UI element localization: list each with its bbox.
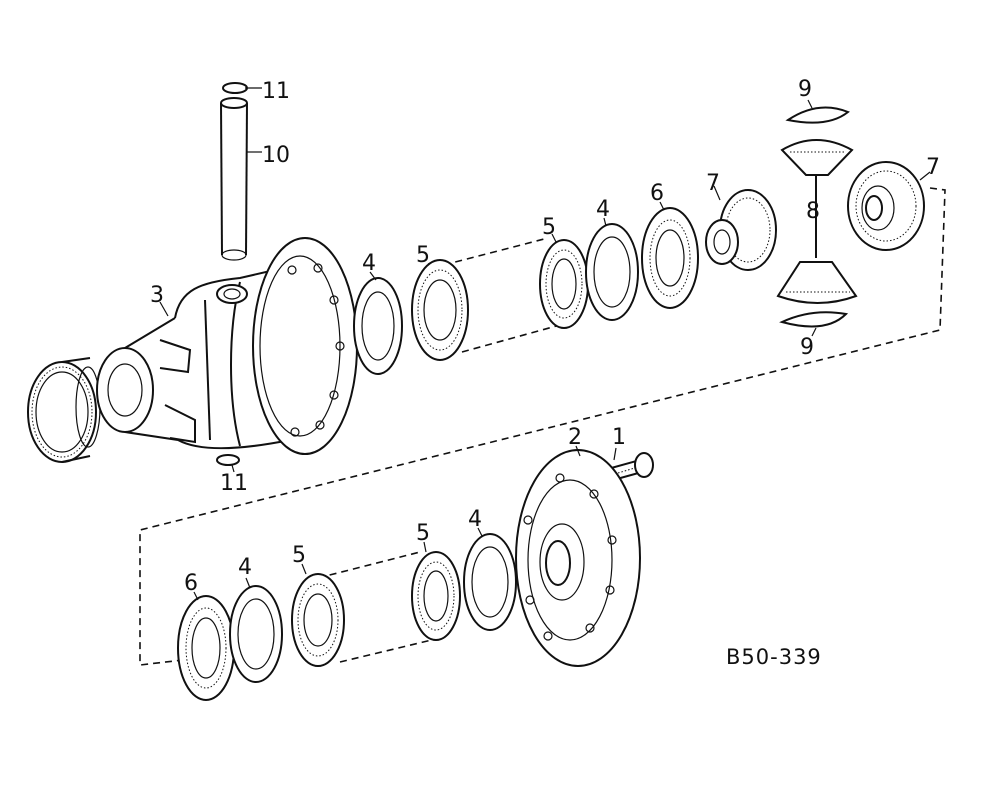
plate-lower-1 <box>229 585 283 683</box>
side-gear-right <box>847 161 925 251</box>
label-disc-lower-2: 5 <box>416 521 430 546</box>
disc-upper-1 <box>411 259 469 361</box>
label-shaft: 10 <box>262 143 290 168</box>
thrust-washer-top <box>785 106 850 124</box>
label-disc-lower-1: 5 <box>292 543 306 568</box>
label-thrust-washer-bottom: 9 <box>800 335 814 360</box>
disc-lower-2 <box>411 551 461 641</box>
differential-case <box>96 237 358 455</box>
drawing-code: B50-339 <box>726 645 822 669</box>
label-pinion: 8 <box>806 199 820 224</box>
side-gear-left <box>705 189 777 271</box>
label-side-gear-left: 7 <box>706 171 720 196</box>
disc-lower-1 <box>291 573 345 667</box>
outer-plate-lower <box>177 595 235 701</box>
pinion-bottom <box>776 261 858 304</box>
label-ring-top: 11 <box>262 79 290 104</box>
assembly-guide-lines <box>139 187 946 666</box>
plate-upper-1 <box>353 277 403 375</box>
ring-top <box>222 82 248 94</box>
label-outer-plate-upper: 6 <box>650 181 664 206</box>
label-case: 3 <box>150 283 164 308</box>
ring-bottom <box>216 454 240 466</box>
label-disc-upper-2: 5 <box>542 215 556 240</box>
label-bolt: 1 <box>612 425 626 450</box>
cross-shaft <box>220 97 248 261</box>
label-plate-lower-1: 4 <box>238 555 252 580</box>
pinion-top <box>780 139 854 258</box>
outer-plate-upper <box>641 207 699 309</box>
plate-lower-2 <box>463 533 517 631</box>
label-outer-plate-lower: 6 <box>184 571 198 596</box>
label-plate-upper-1: 4 <box>362 251 376 276</box>
label-thrust-washer-top: 9 <box>798 77 812 102</box>
disc-upper-2 <box>539 239 589 329</box>
bearing <box>27 357 101 463</box>
label-plate-upper-2: 4 <box>596 197 610 222</box>
plate-upper-2 <box>585 223 639 321</box>
leader-lines <box>159 87 931 601</box>
label-ring-bottom: 11 <box>220 471 248 496</box>
label-plate-lower-2: 4 <box>468 507 482 532</box>
label-cover: 2 <box>568 425 582 450</box>
reference-labels: 11 10 11 3 4 5 5 4 6 7 7 9 8 9 2 1 6 4 5… <box>150 77 940 669</box>
label-side-gear-right: 7 <box>926 155 940 180</box>
thrust-washer-bottom <box>779 311 849 328</box>
label-disc-upper-1: 5 <box>416 243 430 268</box>
cover <box>515 449 641 667</box>
